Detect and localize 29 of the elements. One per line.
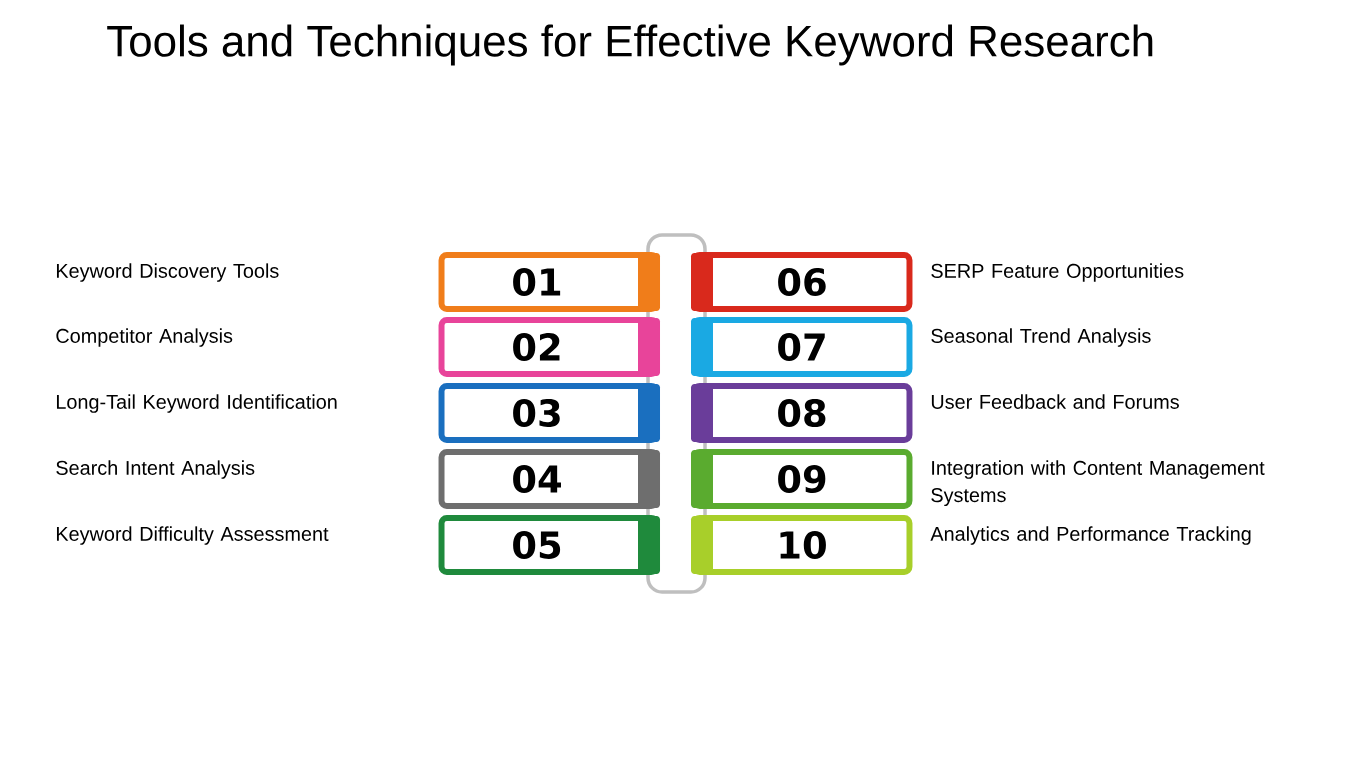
number-box: 03: [438, 383, 660, 443]
item-label: Analytics and Performance Tracking: [930, 526, 1251, 545]
number-box: 04: [438, 449, 660, 509]
item-label: User Feedback and Forums: [931, 394, 1179, 409]
item-label: Keyword Discovery Tools: [57, 263, 279, 282]
item-label: SERP Feature Opportunities: [931, 263, 1184, 282]
number-box: 10: [691, 515, 913, 575]
number-box: 01: [438, 252, 660, 312]
title: Tools and Techniques for Effective Keyword Research: [107, 24, 1153, 66]
number-box: 02: [438, 317, 660, 377]
item-label: Long-Tail Keyword Identification: [57, 394, 337, 413]
chain-link: [646, 376, 650, 383]
chain-link: [646, 311, 650, 317]
chain-link: [646, 442, 650, 449]
chain-link: [703, 311, 707, 317]
number-box: 09: [691, 449, 913, 509]
chain-link: [703, 442, 707, 449]
item-label: Seasonal Trend Analysis: [931, 328, 1151, 347]
item-label: Keyword Difficulty Assessment: [57, 526, 329, 545]
number-box: 06: [691, 252, 913, 312]
item-label: Integration with Content Management Systems: [931, 460, 1265, 507]
chain-link: [703, 376, 707, 383]
item-label: Competitor Analysis: [56, 328, 233, 347]
number-box: 08: [691, 383, 913, 443]
item-label: Search Intent Analysis: [56, 460, 255, 479]
number-box: 05: [438, 515, 660, 575]
chain-link: [646, 509, 650, 515]
number-box: 07: [691, 317, 913, 377]
chain-link: [703, 509, 707, 515]
